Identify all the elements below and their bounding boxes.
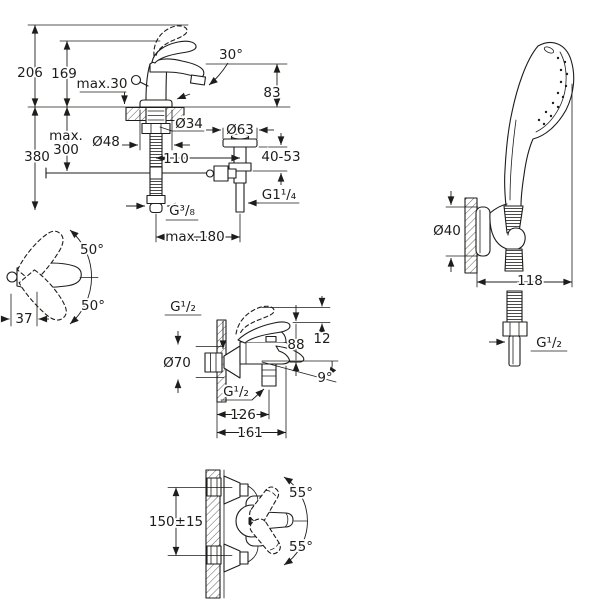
basin-mixer-figure: 206 169 max.30 30° 83 Ø48 Ø34 max. 300 3… — [15, 24, 302, 247]
dim-handle-angle-down: 55° — [289, 539, 313, 555]
dim-shank-dia: Ø34 — [175, 116, 203, 132]
lever-detail-figure: 50° 50° 37 — [0, 225, 107, 329]
dim-escutcheon-dia: Ø48 — [92, 134, 120, 150]
dim-open-angle-down: 50° — [81, 298, 105, 314]
dim-aerator-clearance: max.30 — [77, 76, 128, 92]
bath-mixer-front-figure: 150±15 55° 55° — [147, 469, 315, 599]
dim-lever-lift: 12 — [313, 331, 330, 347]
dim-waste-flange-dia: Ø63 — [226, 122, 254, 138]
dim-holder-dia: Ø40 — [433, 223, 461, 239]
dim-supply-thread: G³/₈ — [169, 203, 195, 219]
dim-escutcheon-dia-bath: Ø70 — [163, 355, 191, 371]
dim-hose-thread: G¹/₂ — [536, 335, 562, 351]
dim-max-label: max. — [49, 128, 83, 144]
dim-handle-angle-up: 55° — [289, 485, 313, 501]
dim-max-value: 300 — [53, 142, 79, 158]
dim-open-angle-up: 50° — [80, 242, 104, 258]
spray-face-dots — [537, 56, 569, 126]
dim-hose-drop: 380 — [24, 149, 50, 165]
dim-reach: max.180 — [165, 229, 224, 245]
dim-projection-outlet: 126 — [230, 407, 256, 423]
dim-waste-thread: G1¹/₄ — [262, 187, 296, 203]
dim-waste-offset: 110 — [163, 151, 189, 167]
dim-projection-total: 161 — [237, 425, 263, 441]
dim-outlet-to-deck: 83 — [263, 85, 280, 101]
dim-lever-width: 37 — [15, 311, 32, 327]
bath-mixer-side-figure: G¹/₂ Ø70 88 12 9° G¹/₂ 126 161 — [161, 296, 339, 443]
dim-shower-projection: 118 — [517, 273, 543, 289]
hand-shower-figure: Ø40 118 G¹/₂ — [431, 42, 575, 367]
dim-spout-height: 169 — [51, 66, 77, 82]
dim-outlet-thread: G¹/₂ — [223, 384, 249, 400]
dim-handle-angle: 30° — [219, 47, 243, 63]
dim-body-height: 88 — [287, 337, 304, 353]
dim-spout-angle: 9° — [317, 370, 332, 386]
dim-deck-thickness-range: 40-53 — [261, 149, 300, 165]
dim-inlet-thread: G¹/₂ — [170, 299, 196, 315]
dim-inlet-distance: 150±15 — [149, 514, 203, 530]
dim-overall-height: 206 — [17, 65, 43, 81]
